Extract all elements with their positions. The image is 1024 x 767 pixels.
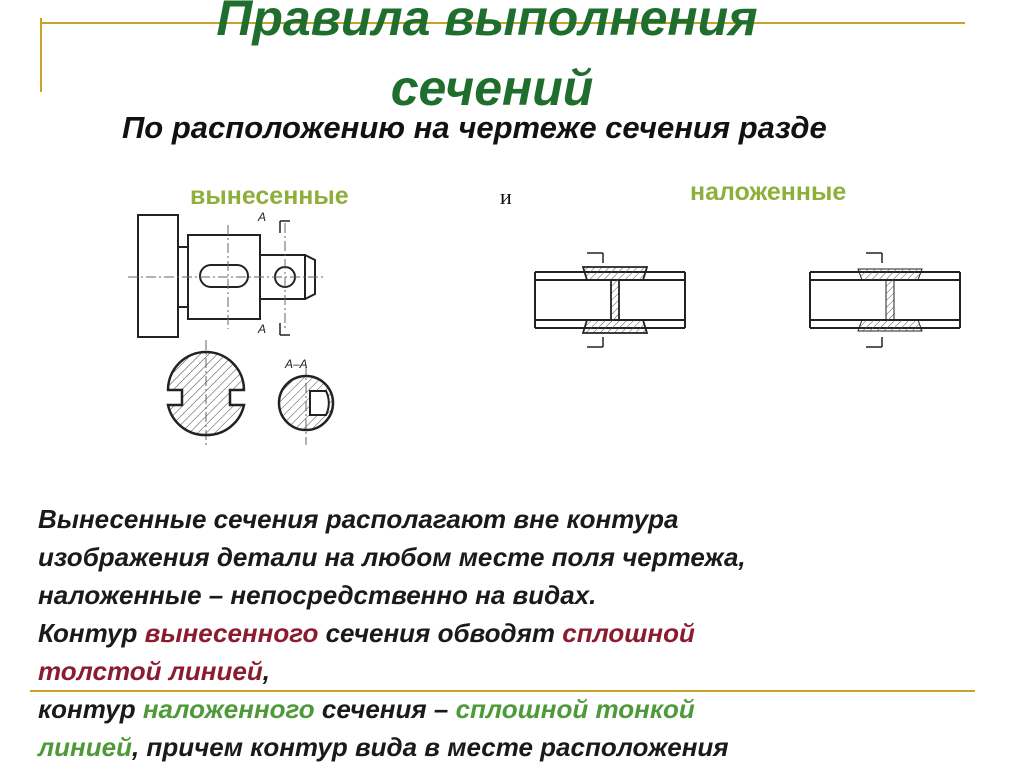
description-text: Вынесенные сечения располагают вне конту… — [38, 500, 998, 766]
text-line: Вынесенные сечения располагают вне конту… — [38, 504, 679, 534]
label-and: и — [500, 184, 512, 209]
slide-title-line-2: сечений — [390, 60, 594, 116]
removed-section-keyed — [166, 350, 246, 437]
section-mark-top: А — [257, 210, 266, 224]
term-solid-thin: сплошной тонкой — [455, 694, 695, 724]
text-span: сечения – — [314, 694, 456, 724]
text-span: , — [262, 656, 270, 686]
term-thick-line: толстой линией — [38, 656, 263, 686]
text-span: , причем контур вида в месте расположени… — [131, 732, 729, 762]
text-line: линией, причем контур вида в месте распо… — [38, 728, 998, 766]
text-span: Контур — [38, 618, 145, 648]
section-mark-bottom: А — [257, 322, 266, 336]
label-removed-sections: вынесенные — [190, 182, 349, 210]
text-line: наложенные – непосредственно на видах. — [38, 580, 597, 610]
text-line: Контур вынесенного сечения обводят сплош… — [38, 614, 998, 652]
term-removed: вынесенного — [144, 618, 319, 648]
term-solid: сплошной — [562, 618, 695, 648]
slide-title-line-1: Правила выполнения — [216, 0, 758, 46]
decor-vertical-line — [40, 18, 42, 92]
decor-bottom-line — [30, 690, 975, 692]
removed-section-drawing: А А А–А — [128, 210, 335, 445]
text-span: контур — [38, 694, 143, 724]
slide-subtitle: По расположению на чертеже сечения разде — [122, 110, 827, 145]
removed-section-hole — [277, 374, 335, 432]
superimposed-drawing-1 — [534, 252, 686, 348]
label-superimposed-sections: наложенные — [690, 178, 847, 206]
text-line: изображения детали на любом месте поля ч… — [38, 542, 746, 572]
superimposed-drawing-2 — [809, 252, 961, 348]
text-span: сечения обводят — [318, 618, 563, 648]
term-superimposed: наложенного — [142, 694, 315, 724]
text-line: контур наложенного сечения – сплошной то… — [38, 690, 998, 728]
text-line: толстой линией, — [38, 652, 998, 690]
section-name: А–А — [284, 357, 308, 371]
decor-top-line — [40, 22, 965, 24]
term-line: линией — [38, 732, 132, 762]
